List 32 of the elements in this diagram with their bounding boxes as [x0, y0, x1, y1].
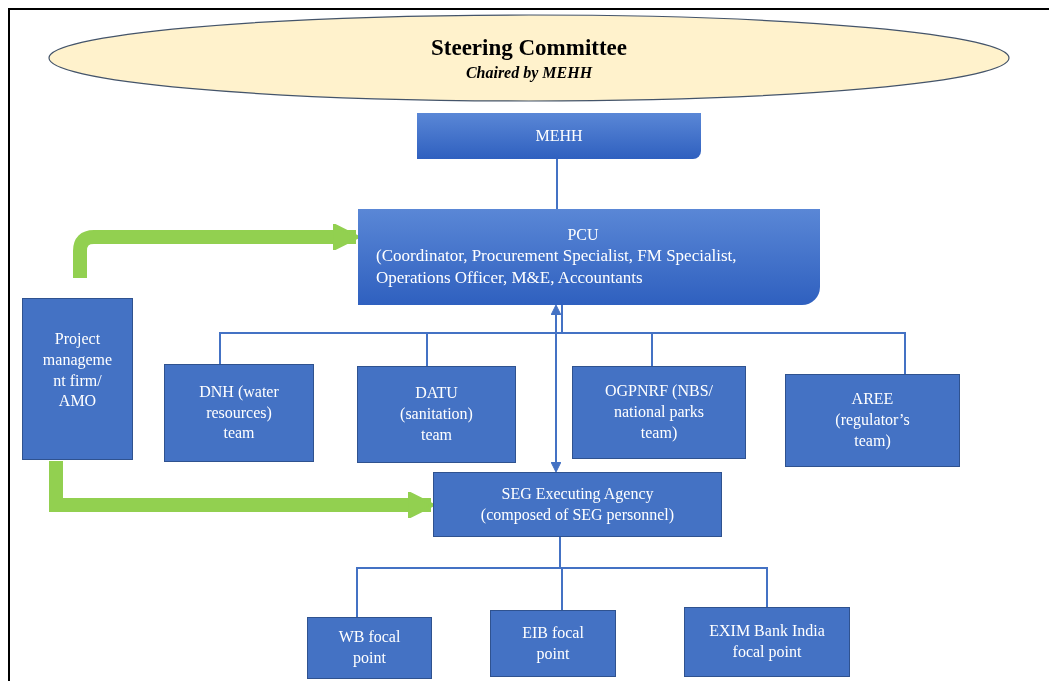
committee-ellipse — [48, 14, 1010, 102]
box-text: AREE (regulator’s team) — [834, 389, 911, 452]
block-arrow — [49, 461, 435, 520]
org-box — [358, 209, 820, 305]
box-text: MEHH — [535, 125, 583, 146]
org-box — [684, 607, 850, 677]
box-heading: SEG Executing Agency — [501, 483, 654, 505]
diagram-heading: Steering Committee — [430, 33, 628, 62]
box-heading: PCU — [567, 224, 599, 245]
org-box — [164, 364, 314, 462]
box-text: WB focal point — [337, 627, 402, 669]
subheading: Chaired by MEHH — [465, 62, 593, 84]
double-arrow — [550, 304, 562, 473]
connector-line — [556, 158, 558, 210]
box-text: DNH (water resources) team — [198, 381, 280, 444]
box-text: (composed of SEG personnel) — [480, 504, 675, 526]
connector-line — [559, 536, 768, 608]
org-box — [572, 366, 746, 459]
box-text: EXIM Bank India focal point — [708, 621, 826, 663]
box-text: EIB focal point — [521, 622, 585, 665]
org-box — [357, 366, 516, 463]
org-box — [22, 298, 133, 460]
org-box — [433, 472, 722, 537]
block-arrow — [73, 222, 360, 278]
org-box — [307, 617, 432, 679]
box-text: DATU (sanitation) team — [399, 383, 474, 445]
org-box — [417, 113, 701, 159]
box-text: Project manageme nt firm/ AMO — [41, 329, 114, 412]
org-box — [785, 374, 960, 467]
org-box — [490, 610, 616, 677]
box-text: (Coordinator, Procurement Specialist, FM Specialist, Operations Officer, M&E, Accountants — [376, 245, 738, 290]
box-text: OGPNRF (NBS/ national parks team) — [604, 381, 714, 444]
